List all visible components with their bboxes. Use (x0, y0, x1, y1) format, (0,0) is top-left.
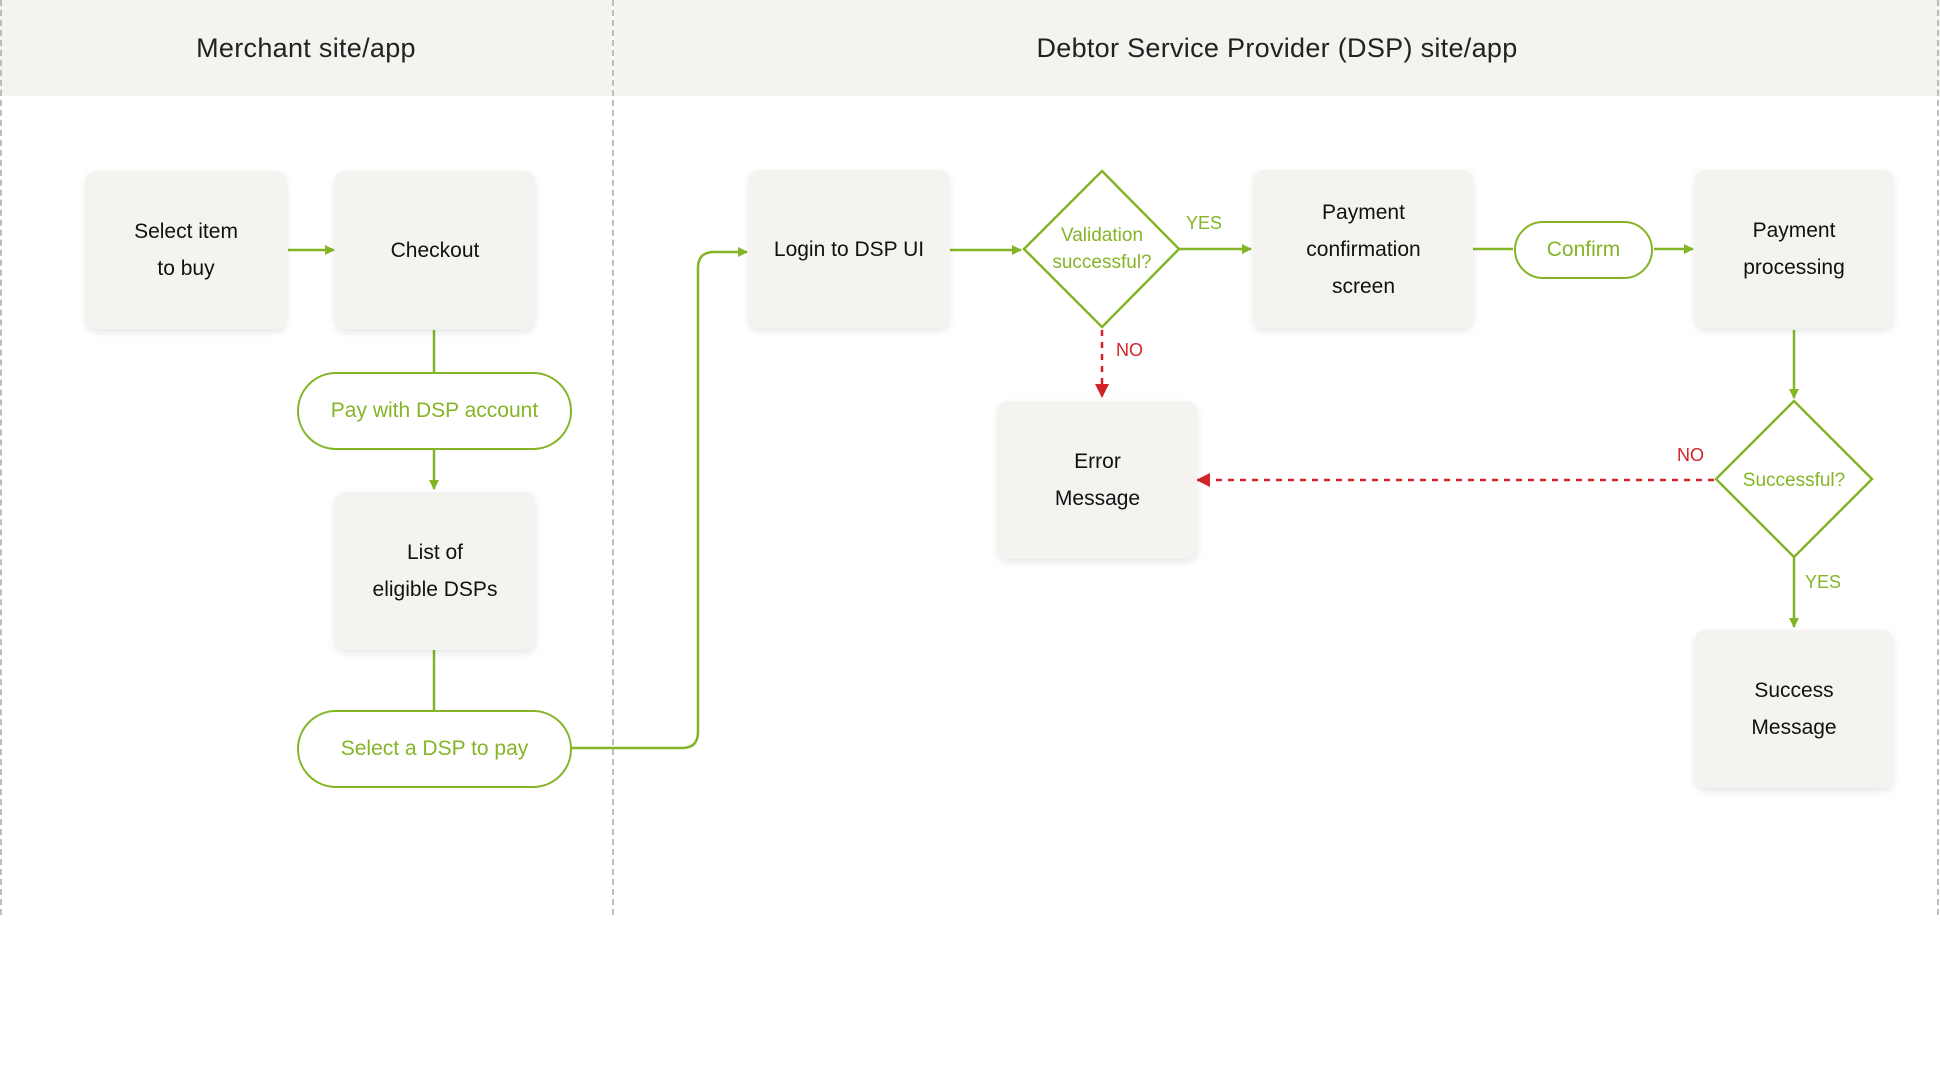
select-dsp-pill: Select a DSP to pay (297, 710, 572, 788)
success-message-box: Success Message (1695, 630, 1893, 788)
confirm-pill: Confirm (1514, 221, 1653, 279)
checkout-label: Checkout (390, 238, 480, 262)
validation-no-label: NO (1116, 340, 1143, 360)
confirmation-screen-box: Payment confirmation screen (1254, 170, 1473, 328)
successful-decision-diamond (1714, 399, 1874, 559)
successful-label: Successful? (1742, 469, 1846, 491)
login-label: Login to DSP UI (773, 237, 925, 261)
select-item-label: Select item to buy (134, 220, 238, 280)
validation-label: Validation successful? (1052, 225, 1152, 273)
validation-yes-label: YES (1186, 213, 1223, 233)
processing-label: Payment processing (1743, 219, 1845, 279)
successful-no-label: NO (1677, 445, 1704, 465)
edge-select-dsp-to-login (571, 247, 748, 750)
validation-decision-diamond (1022, 169, 1181, 329)
login-box: Login to DSP UI (749, 170, 949, 328)
successful-yes-label: YES (1805, 572, 1842, 592)
dsp-lane-header: Debtor Service Provider (DSP) site/app (614, 0, 1940, 96)
lane-divider-right (1937, 0, 1939, 915)
error-message-box: Error Message (998, 401, 1197, 559)
select-item-box: Select item to buy (86, 171, 286, 329)
success-message-label: Success Message (1751, 679, 1837, 739)
lane-divider-left (0, 0, 2, 915)
error-message-label: Error Message (1054, 450, 1141, 510)
merchant-lane-header: Merchant site/app (0, 0, 612, 96)
checkout-box: Checkout (335, 171, 535, 329)
lane-divider-middle (612, 0, 614, 915)
list-dsps-label: List of eligible DSPs (372, 541, 498, 601)
list-dsps-box: List of eligible DSPs (335, 492, 535, 650)
processing-box: Payment processing (1695, 170, 1893, 328)
confirmation-screen-label: Payment confirmation screen (1306, 200, 1421, 298)
pay-with-dsp-pill: Pay with DSP account (297, 372, 572, 450)
